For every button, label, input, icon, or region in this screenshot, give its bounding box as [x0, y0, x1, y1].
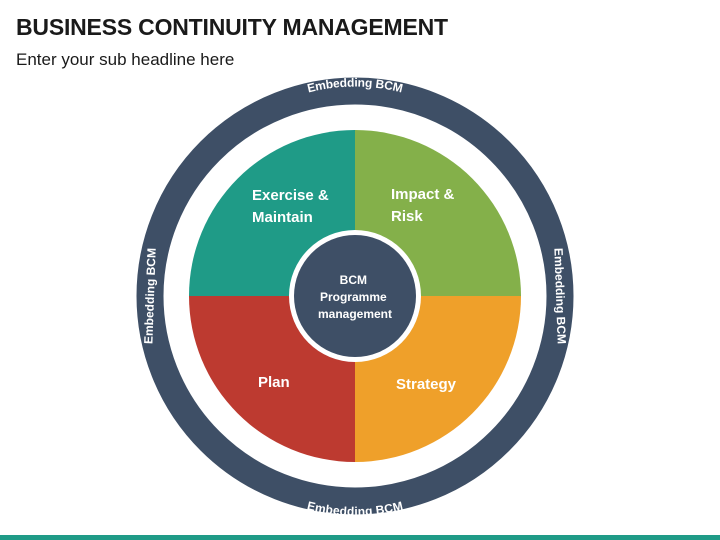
center-hub[interactable]: [294, 235, 416, 357]
quadrant-label-strategy: Strategy: [396, 376, 457, 393]
quadrant-label-exercise: Exercise & Maintain: [252, 187, 333, 226]
page-subtitle: Enter your sub headline here: [16, 50, 235, 69]
embedding-ring: [136, 77, 574, 515]
ring-label-top: Embedding BCM: [306, 76, 404, 96]
ring-label-bottom: Embedding BCM: [306, 499, 404, 519]
quadrant-label-impact: Impact & Risk: [391, 186, 459, 225]
ring-label-left: Embedding BCM: [141, 248, 158, 344]
ring-label-right: Embedding BCM: [551, 248, 568, 344]
page-title: BUSINESS CONTINUITY MANAGEMENT: [16, 14, 448, 40]
footer-accent-bar: [0, 535, 720, 540]
quadrant-label-plan: Plan: [258, 374, 290, 391]
center-label: BCM Programme management: [318, 273, 392, 321]
